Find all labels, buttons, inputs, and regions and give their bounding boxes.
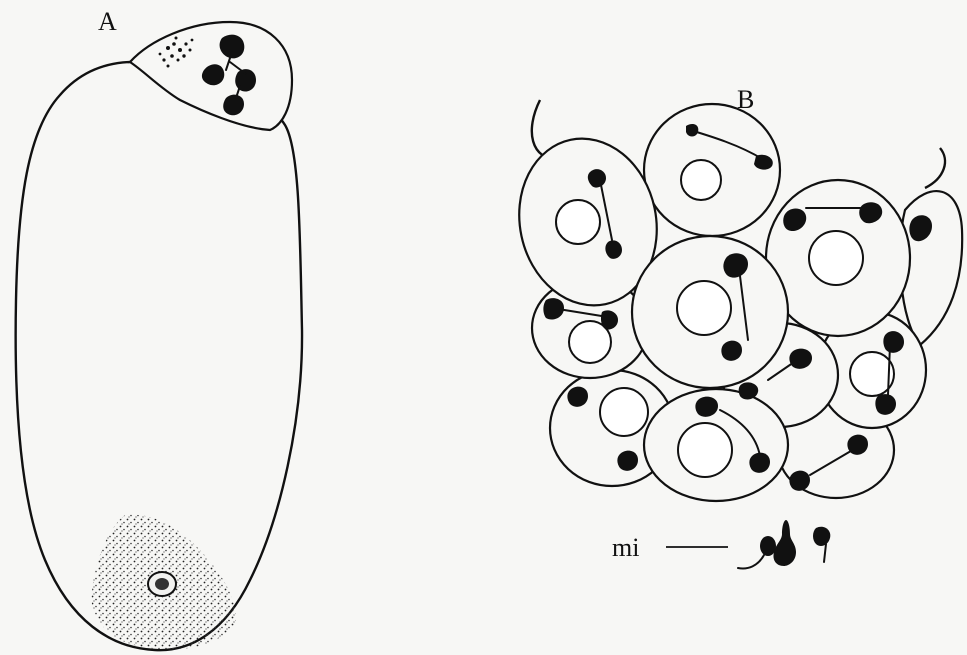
- cell-upper-left-nucleus: [556, 200, 600, 244]
- cell-lower-left-nucleus: [600, 388, 648, 436]
- cell-top-center-nucleus: [681, 160, 721, 200]
- panel-a: A: [16, 7, 302, 650]
- cell-upper-right-nucleus: [809, 231, 863, 285]
- nucleus: [148, 572, 176, 596]
- micronuclei-group: [738, 520, 830, 568]
- panel-a-label: A: [98, 7, 117, 36]
- cell-bottom-center-nucleus: [678, 423, 732, 477]
- panel-b: B: [504, 85, 962, 568]
- cell-center-nucleus: [677, 281, 731, 335]
- partial-cell-top-right: [925, 148, 945, 188]
- mi-label: mi: [612, 533, 639, 562]
